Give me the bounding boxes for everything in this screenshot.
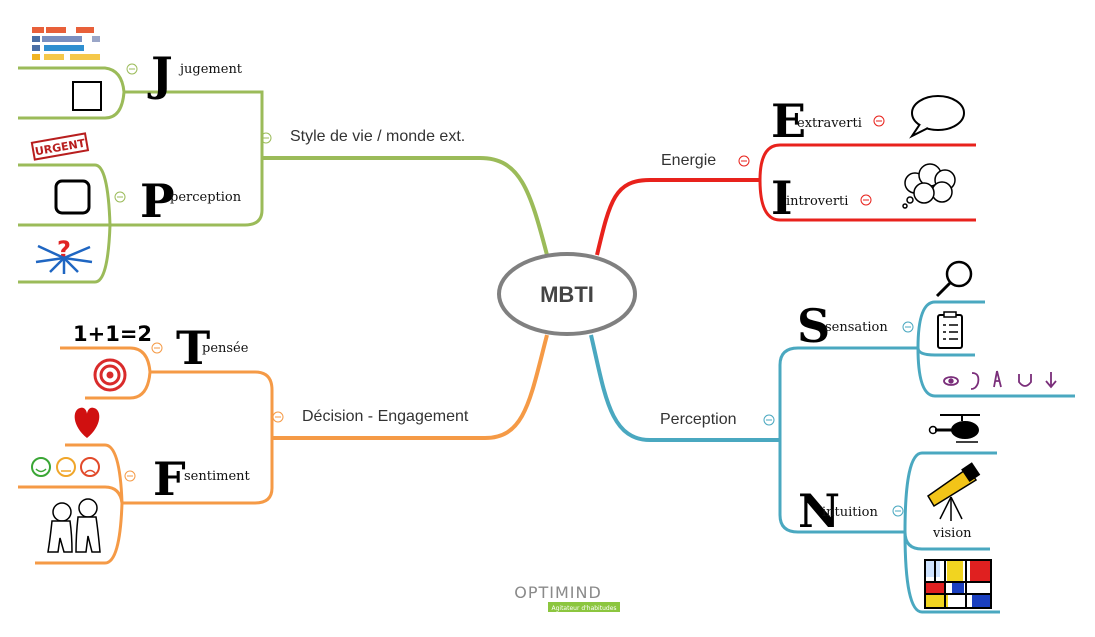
branch-label-style: Style de vie / monde ext.: [290, 128, 465, 145]
label-jugement: jugement: [178, 62, 243, 77]
collapse-toggle-perception[interactable]: [763, 414, 775, 426]
smileys-icon: [31, 457, 100, 477]
collapse-toggle-decision[interactable]: [272, 411, 284, 423]
letter-e: E: [771, 94, 806, 148]
letter-n: N: [798, 484, 840, 538]
label-pensee: pensée: [202, 341, 249, 356]
letter-f: F: [153, 452, 186, 506]
helicopter-icon: [928, 414, 980, 443]
label-intuition: intuition: [822, 505, 878, 520]
branch-energie[interactable]: [595, 143, 976, 256]
speech-bubble-icon: [909, 95, 965, 139]
collapse-toggle-sentiment[interactable]: [124, 470, 136, 482]
central-node-label: MBTI: [540, 282, 594, 307]
heart-icon: [74, 407, 100, 438]
collapse-toggle-pensee[interactable]: [151, 342, 163, 354]
mondrian-icon: [924, 559, 992, 609]
label-vision: vision: [932, 526, 972, 541]
collapse-toggle-energie[interactable]: [738, 155, 750, 167]
magnifier-icon: [935, 260, 973, 298]
letter-s: S: [797, 299, 830, 353]
checklist-icon: [937, 311, 963, 349]
label-perception-p: perception: [170, 190, 242, 205]
collapse-toggle-perception-p[interactable]: [114, 191, 126, 203]
label-extraverti: extraverti: [797, 116, 862, 131]
watermark-tagline: Agitateur d'habitudes: [551, 605, 616, 612]
target-icon: [93, 358, 127, 392]
urgent-stamp-icon: URGENT: [30, 132, 90, 161]
letter-j: J: [147, 47, 173, 101]
watermark-brand: OPTIMIND: [514, 583, 602, 602]
label-sensation: sensation: [825, 320, 888, 335]
branch-label-energie: Energie: [661, 152, 716, 169]
branch-label-perception: Perception: [660, 411, 737, 428]
collapse-toggle-intuition[interactable]: [892, 505, 904, 517]
collapse-toggle-extraverti[interactable]: [873, 115, 885, 127]
square-checkbox-icon: [72, 81, 102, 111]
rounded-square-icon: [54, 179, 91, 215]
branch-decision[interactable]: [18, 334, 549, 565]
two-people-icon: [47, 498, 101, 553]
telescope-icon: [926, 462, 981, 521]
collapse-toggle-introverti[interactable]: [860, 194, 872, 206]
label-introverti: introverti: [786, 194, 848, 209]
branch-perception[interactable]: [589, 300, 1075, 614]
senses-icon: [943, 370, 1057, 390]
letter-p: P: [140, 174, 175, 228]
letter-t: T: [176, 321, 210, 375]
collapse-toggle-style[interactable]: [260, 132, 272, 144]
question-arrows-icon: ?: [35, 236, 93, 274]
collapse-toggle-jugement[interactable]: [126, 63, 138, 75]
branch-style-de-vie[interactable]: [18, 66, 549, 284]
central-node-mbti[interactable]: MBTI: [497, 252, 637, 336]
calendar-grid-icon: [32, 27, 100, 60]
letter-i: I: [771, 171, 793, 225]
collapse-toggle-sensation[interactable]: [902, 321, 914, 333]
branch-label-decision: Décision - Engagement: [302, 408, 469, 425]
label-sentiment: sentiment: [184, 469, 251, 484]
math-equation-icon: 1+1=2: [73, 322, 152, 346]
optimind-watermark: OPTIMIND Agitateur d'habitudes: [514, 583, 620, 612]
thought-cloud-icon: [902, 163, 956, 209]
